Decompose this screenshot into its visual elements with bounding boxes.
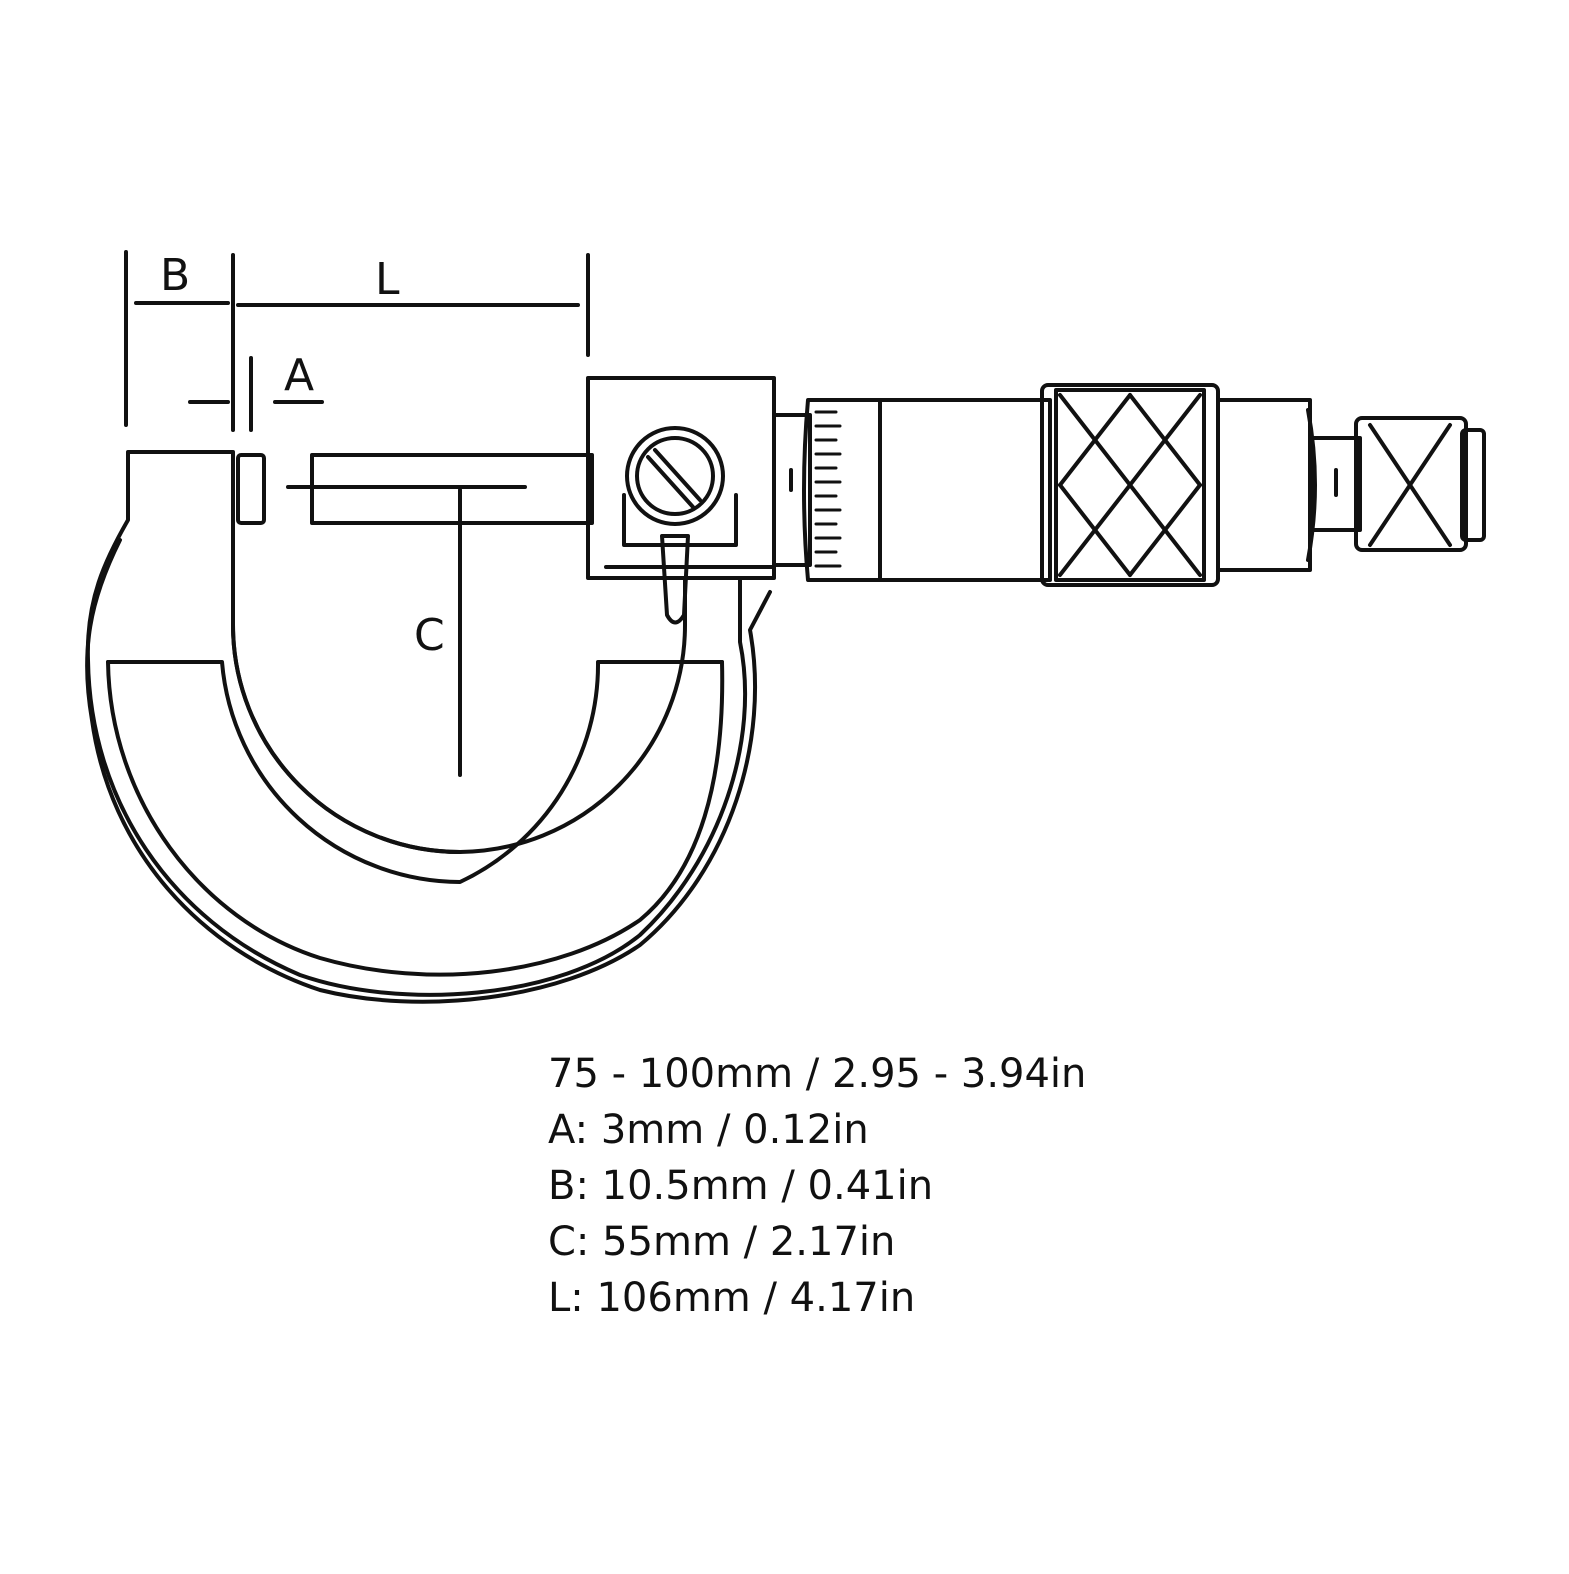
rear-barrel xyxy=(1216,398,1362,572)
thimble-scale xyxy=(814,410,842,568)
dimension-a: A xyxy=(188,350,324,432)
lock-screw-icon xyxy=(625,426,725,625)
spec-range: 75 - 100mm / 2.95 - 3.94in xyxy=(548,1051,1087,1097)
knurled-grip xyxy=(1040,383,1220,587)
spec-b: B: 10.5mm / 0.41in xyxy=(548,1163,934,1209)
anvil xyxy=(236,453,266,525)
label-c: C xyxy=(414,610,445,661)
specifications-list: 75 - 100mm / 2.95 - 3.94in A: 3mm / 0.12… xyxy=(548,1046,1086,1326)
dimension-l: L xyxy=(236,253,590,357)
barrel xyxy=(772,413,812,567)
thimble xyxy=(802,398,1052,582)
label-l: L xyxy=(375,254,400,305)
spec-l: L: 106mm / 4.17in xyxy=(548,1275,916,1321)
dimension-c: C xyxy=(414,488,462,777)
dimension-b: B xyxy=(124,250,235,432)
label-b: B xyxy=(160,250,190,301)
frame xyxy=(85,450,772,1004)
spec-a: A: 3mm / 0.12in xyxy=(548,1107,869,1153)
spec-c: C: 55mm / 2.17in xyxy=(548,1219,896,1265)
ratchet-knob xyxy=(1354,416,1486,552)
spindle xyxy=(286,453,594,525)
label-a: A xyxy=(284,350,314,401)
